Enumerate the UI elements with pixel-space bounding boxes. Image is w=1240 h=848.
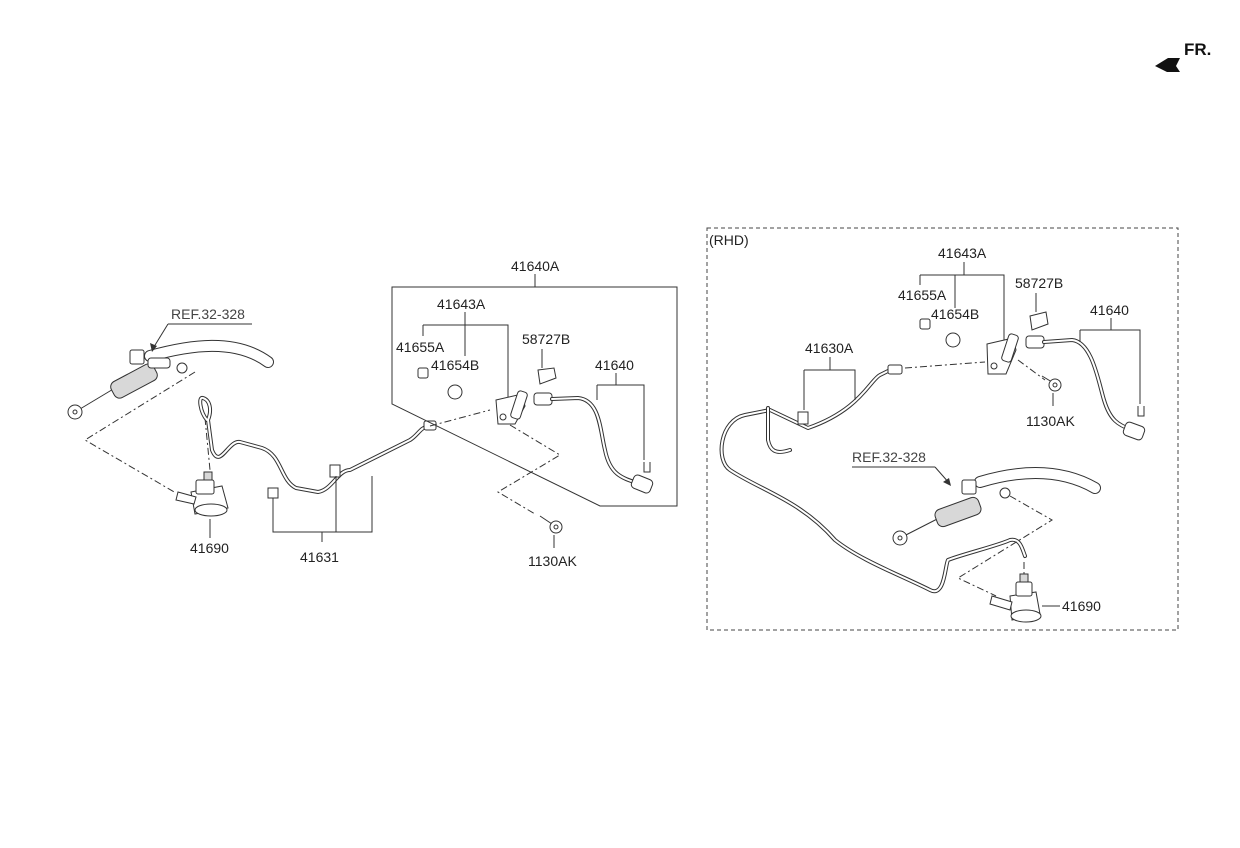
lhd-bolt [539, 515, 563, 534]
lhd-clip-label: 58727B [522, 331, 570, 347]
rhd-release-cylinder [989, 573, 1042, 623]
lhd-grommet-label: 41654B [431, 357, 479, 373]
rhd-bolt-label: 1130AK [1026, 413, 1075, 429]
rhd-master-cylinder-hose [974, 467, 1101, 494]
release-cylinder [175, 471, 229, 517]
rhd-bolt [1041, 375, 1062, 392]
tube-clips [267, 464, 341, 499]
rhd-bracket-kit-label: 41643A [938, 245, 987, 261]
lhd-bushing-label: 41655A [396, 339, 445, 355]
rhd-hose-bracket [986, 333, 1019, 375]
master-cylinder-hose [144, 339, 274, 368]
lhd-tube-callout [272, 476, 373, 542]
lhd-ref-callout: REF.32-328 [150, 306, 252, 352]
front-label: FR. [1184, 40, 1211, 59]
lhd-ref-label: REF.32-328 [171, 306, 245, 322]
rhd-grommet-label: 41654B [931, 306, 979, 322]
lhd-tube-label: 41631 [300, 549, 339, 565]
lhd-flex-hose [533, 392, 654, 494]
lhd-grommet-part [447, 384, 463, 400]
rhd-bushing-label: 41655A [898, 287, 947, 303]
rhd-hose-label: 41640 [1090, 302, 1129, 318]
rhd-clutch-tube [719, 364, 1027, 594]
lhd-clutch-tube [198, 395, 437, 494]
rhd-label: (RHD) [709, 232, 749, 248]
rhd-tube-clip [797, 411, 809, 425]
lhd-release-cylinder-label: 41690 [190, 540, 229, 556]
rhd-ref-callout: REF.32-328 [852, 449, 951, 486]
hose-kit-callout-frame [391, 274, 678, 507]
lhd-clip-part [537, 367, 557, 385]
lhd-bolt-label: 1130AK [528, 553, 577, 569]
lhd-bracket-kit-label: 41643A [437, 296, 486, 312]
rhd-assembly: (RHD) 41643A 41655A 41654B 58727B 41640 [706, 227, 1179, 631]
rhd-bushing-part [919, 318, 931, 330]
lhd-hose-kit-label: 41640A [511, 258, 560, 274]
lhd-assembly: REF.32-328 41690 [67, 258, 678, 569]
rhd-release-cylinder-label: 41690 [1062, 598, 1101, 614]
rhd-ref-label: REF.32-328 [852, 449, 926, 465]
rhd-flex-hose [1025, 335, 1146, 441]
rhd-clip-part [1029, 311, 1049, 331]
lhd-hose-bracket [495, 390, 528, 425]
lhd-bushing-part [417, 367, 429, 379]
front-direction-indicator: FR. [1155, 40, 1211, 72]
rhd-tube-label: 41630A [805, 340, 854, 356]
front-arrow-icon [1155, 58, 1180, 72]
rhd-master-cylinder [892, 479, 1011, 546]
rhd-clip-label: 58727B [1015, 275, 1063, 291]
clutch-master-cylinder [67, 349, 188, 420]
rhd-grommet-part [945, 332, 961, 348]
rhd-frame [706, 227, 1179, 631]
lhd-hose-label: 41640 [595, 357, 634, 373]
